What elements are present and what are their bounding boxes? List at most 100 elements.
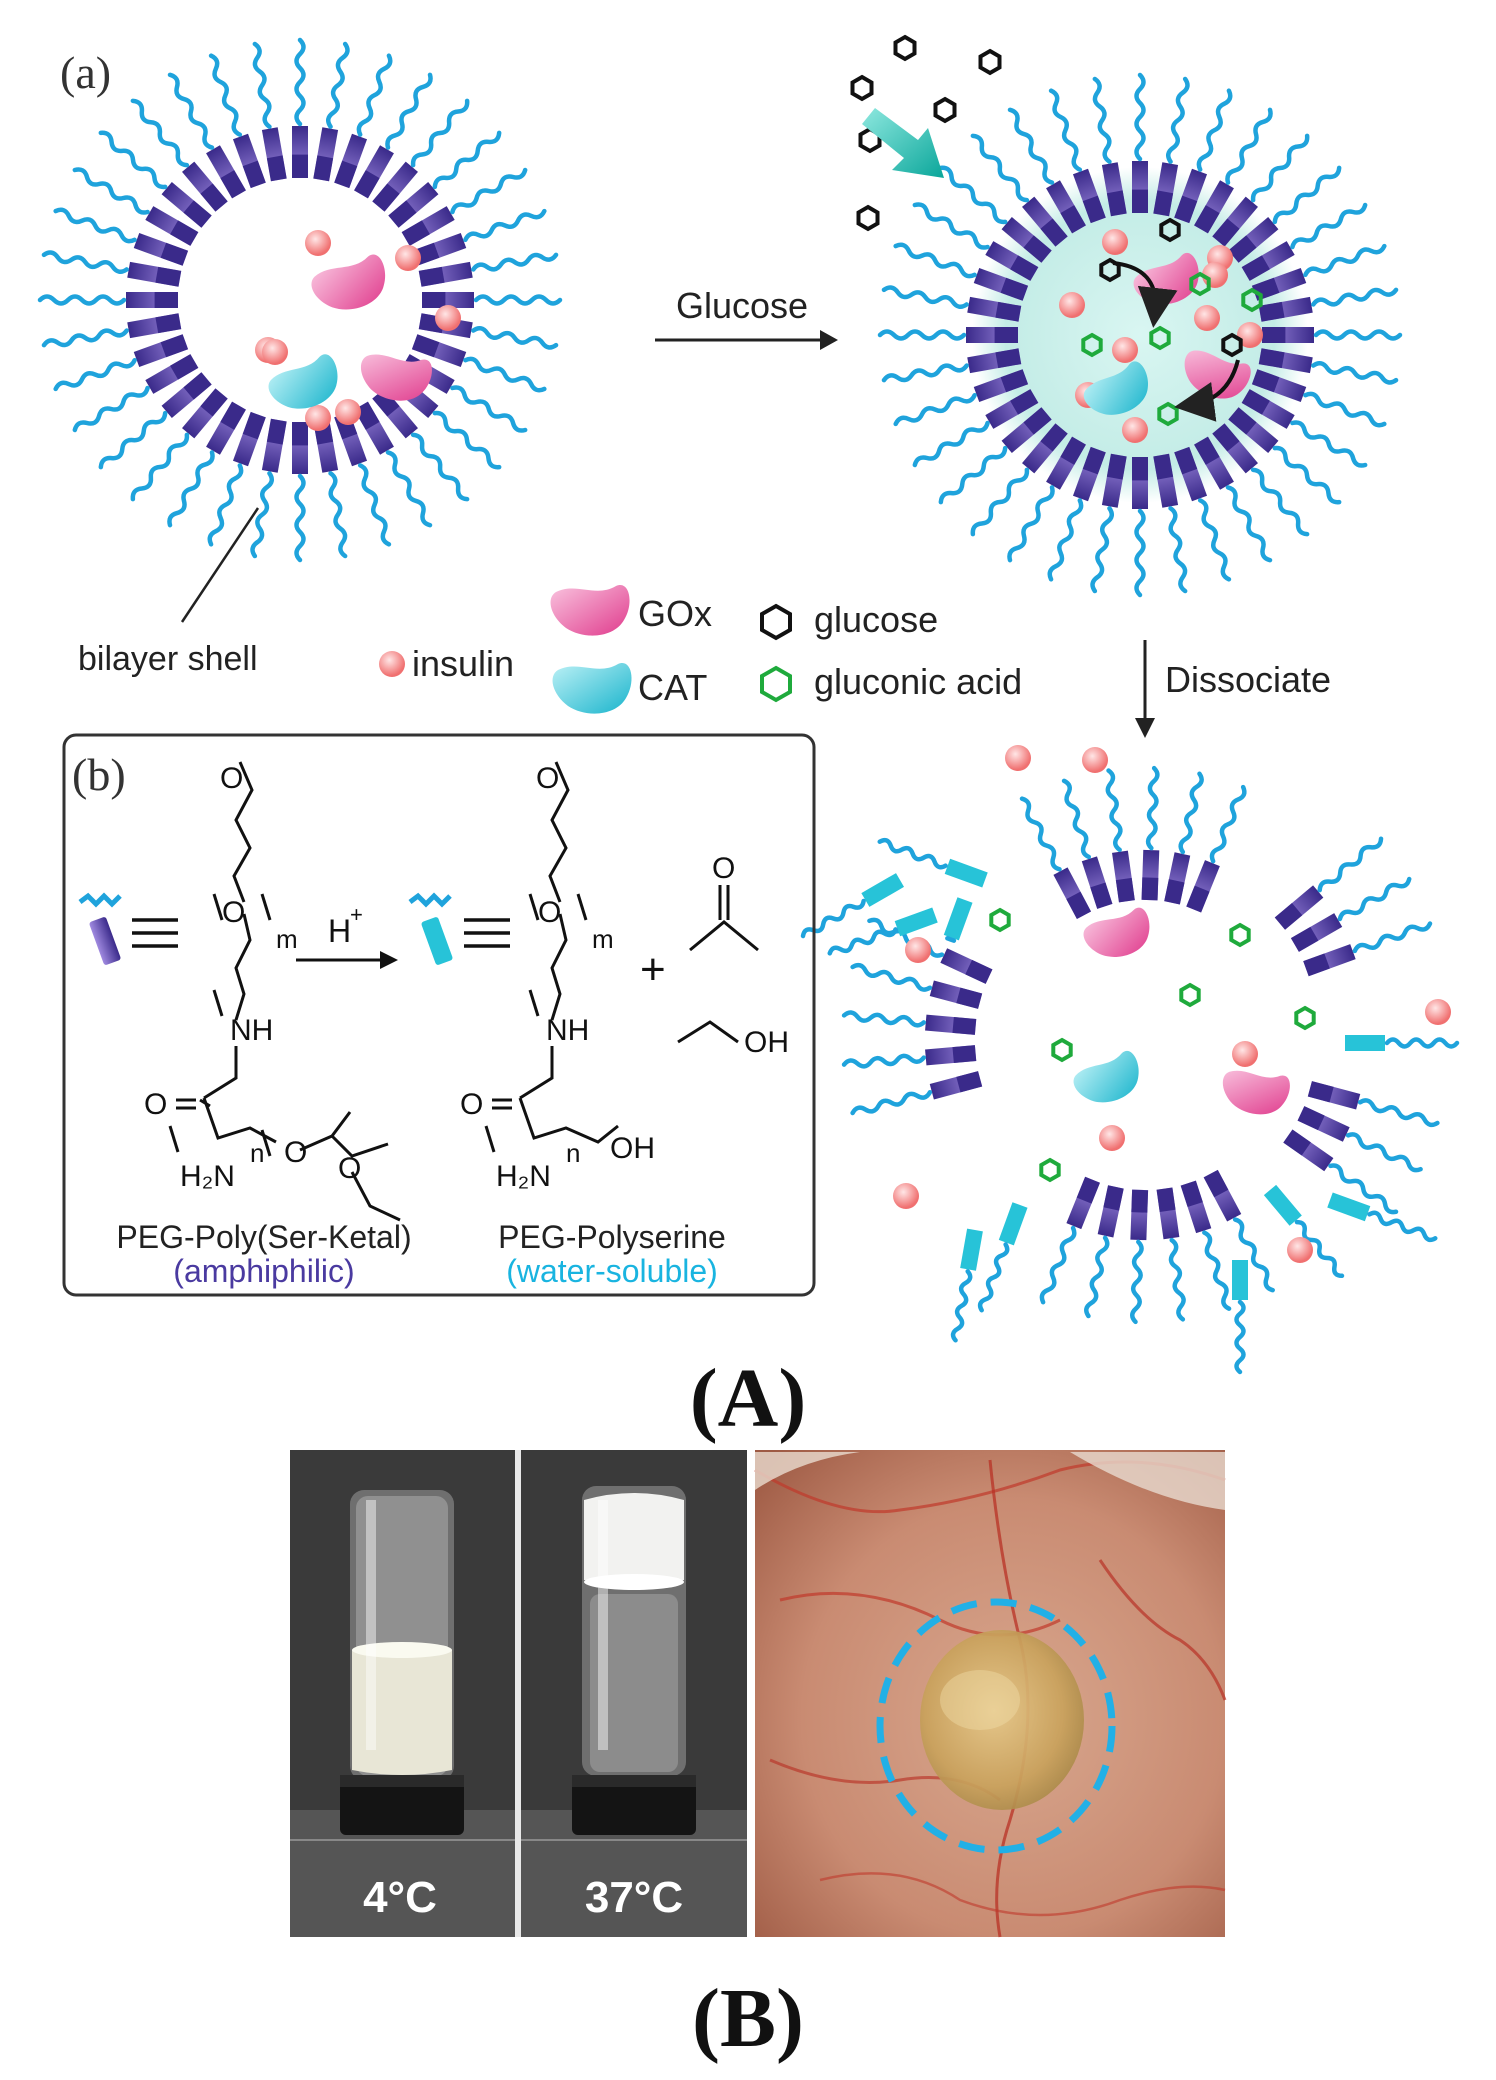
gluconic-acid-molecule <box>1241 287 1263 313</box>
polymer-chain <box>841 1045 977 1069</box>
insulin-particle <box>1099 1125 1125 1151</box>
legend-gluconic-label: gluconic acid <box>814 661 1022 702</box>
panel-a-label: (a) <box>60 47 111 98</box>
insulin-particle <box>335 399 361 425</box>
polymer-chain <box>1327 1192 1438 1243</box>
insulin-particle <box>1232 1041 1258 1067</box>
legend: insulin GOx CAT glucose gluconic acid <box>379 585 1022 714</box>
polymer-chain <box>1105 768 1135 903</box>
polymer-chain <box>372 388 470 502</box>
glucose-molecule <box>933 96 957 124</box>
polymer-chain <box>1174 88 1233 224</box>
polymer-chain <box>53 334 189 392</box>
polymer-chain <box>1258 348 1399 385</box>
micelle-fragments <box>800 765 1460 1375</box>
legend-glucose-label: glucose <box>814 599 938 640</box>
polymer-chain <box>292 37 308 178</box>
polymer-chain <box>167 401 246 528</box>
polymer-chain <box>1194 107 1273 234</box>
gluconic-acid-molecule <box>1081 332 1103 358</box>
watersoluble-unit-icon <box>408 892 453 965</box>
plus-sign: + <box>640 945 666 994</box>
right-polymer-name: PEG-Polyserine <box>498 1219 726 1255</box>
gluconic-acid-molecule <box>1189 271 1211 297</box>
polymer-chain <box>98 372 212 470</box>
gluconic-acid-molecule <box>1039 1157 1061 1183</box>
polymer-chain <box>877 837 988 888</box>
atom-o: O <box>220 762 243 795</box>
atom-o: O <box>144 1088 167 1121</box>
legend-cat: CAT <box>552 663 707 714</box>
polymer-chain <box>1345 1035 1460 1051</box>
polymer-chain <box>1263 1184 1345 1279</box>
released-cargo <box>893 745 1451 1263</box>
gluconic-acid-molecule <box>1229 922 1251 948</box>
polymer-chain <box>881 348 1022 383</box>
subscript-m: m <box>592 924 614 954</box>
polymer-chain <box>1203 1169 1275 1293</box>
polymer-chain <box>841 1010 977 1035</box>
polymer-chain <box>1274 836 1384 930</box>
cat-enzyme <box>268 354 338 409</box>
glucose-molecule <box>850 74 874 102</box>
left-polymer-name: PEG-Poly(Ser-Ketal) <box>116 1219 411 1255</box>
insulin-particle <box>1287 1237 1313 1263</box>
polymer-chain <box>41 313 182 348</box>
polymer-chain <box>1228 407 1342 505</box>
gox-enzyme <box>361 354 432 401</box>
atom-o: O <box>338 1152 361 1185</box>
polymer-chain <box>411 208 547 266</box>
polymer-chain <box>418 252 559 287</box>
reagent-plus: + <box>350 902 363 927</box>
glucose-molecule <box>856 204 880 232</box>
subscript-n: n <box>250 1138 264 1168</box>
insulin-particle <box>1005 745 1031 771</box>
polymer-chain <box>827 907 938 956</box>
right-polymer-property: (water-soluble) <box>506 1253 718 1289</box>
panel-b-label: (b) <box>72 749 126 800</box>
insulin-particle <box>1102 229 1128 255</box>
insulin-particle <box>435 305 461 331</box>
polymer-chain <box>1130 1189 1149 1325</box>
atom-nh: NH <box>230 1014 273 1047</box>
atom-o: O <box>284 1136 307 1169</box>
responding-micelle <box>850 34 1403 598</box>
polymer-chain <box>41 250 182 287</box>
polymer-chain <box>1262 327 1403 343</box>
polymer-chain <box>1048 88 1106 224</box>
photo-vial-4c: 4°C <box>290 1450 515 1937</box>
polymer-chain <box>1019 796 1092 919</box>
micelle-cargo <box>255 230 461 431</box>
polymer-chain <box>1174 446 1232 582</box>
polymer-chain <box>167 72 246 199</box>
polymer-chain <box>401 167 528 246</box>
polymer-chain <box>1132 457 1148 598</box>
gluconic-acid-molecule <box>989 907 1011 933</box>
legend-gluconic: gluconic acid <box>760 661 1022 703</box>
glucose-molecule <box>1159 217 1181 243</box>
polymer-chain <box>354 72 433 199</box>
polymer-chain <box>98 130 212 228</box>
dissociate-arrow-label: Dissociate <box>1165 659 1331 700</box>
polymer-chain <box>1307 1081 1440 1128</box>
polymer-chain <box>938 165 1052 263</box>
micelle-bilayer-spokes <box>37 37 563 563</box>
cat-icon <box>552 663 632 714</box>
polymer-chain <box>977 1202 1028 1313</box>
polymer-chain <box>208 53 266 189</box>
insulin-particle <box>1237 322 1263 348</box>
reaction-arrow <box>1174 359 1240 422</box>
panel-b: (b) <box>62 733 816 1297</box>
polymer-chain <box>970 133 1068 247</box>
legend-gox-label: GOx <box>638 593 712 634</box>
polymer-chain <box>1180 1180 1232 1311</box>
polymer-chain <box>313 41 350 182</box>
atom-o: O <box>538 896 561 929</box>
insulin-particle <box>1194 305 1220 331</box>
polymer-chain <box>1153 76 1190 217</box>
polymer-chain <box>912 202 1039 281</box>
polymer-chain <box>53 207 189 266</box>
insulin-particle <box>305 230 331 256</box>
polymer-chain <box>1251 369 1387 428</box>
